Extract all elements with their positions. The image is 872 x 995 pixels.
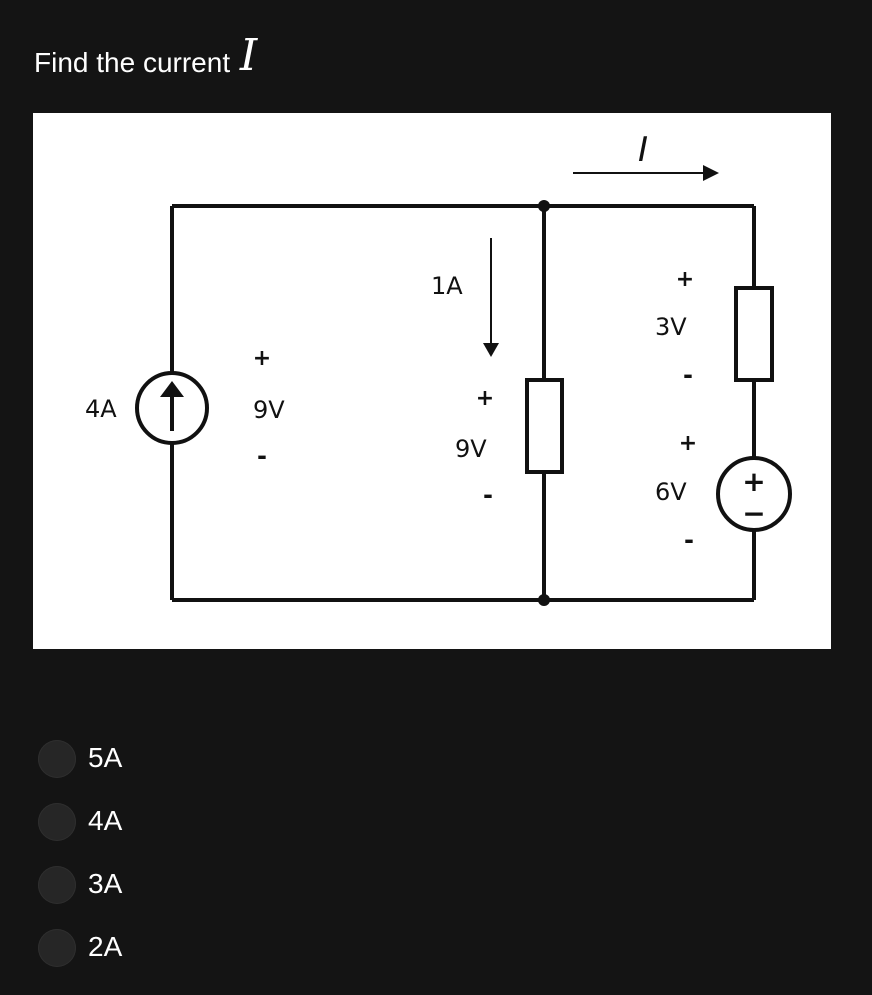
option-label: 4A	[88, 805, 123, 836]
middle-minus-sign: -	[483, 481, 493, 509]
junction-top	[538, 200, 550, 212]
option-5a[interactable]: 5A	[38, 738, 238, 780]
option-4a[interactable]: 4A	[38, 801, 238, 843]
middle-plus-sign: +	[476, 386, 494, 411]
voltage-source-plus: +	[742, 465, 765, 498]
circuit-svg: 4A + 9V - 1A + 9V - I + 3V - + 6V - +	[85, 130, 792, 606]
branch-current-label: 1A	[431, 272, 463, 300]
upper-right-voltage-label: 3V	[655, 313, 687, 341]
radio-button[interactable]	[38, 929, 76, 967]
radio-button[interactable]	[38, 740, 76, 778]
radio-button[interactable]	[38, 866, 76, 904]
junction-bottom	[538, 594, 550, 606]
middle-voltage-label: 9V	[455, 435, 487, 463]
option-label: 5A	[88, 742, 123, 773]
circuit-diagram: 4A + 9V - 1A + 9V - I + 3V - + 6V - +	[33, 113, 831, 649]
left-minus-sign: -	[257, 442, 267, 470]
upper-right-plus-sign: +	[676, 267, 694, 292]
question-variable: I	[239, 30, 258, 81]
left-voltage-label: 9V	[253, 396, 285, 424]
lower-right-voltage-label: 6V	[655, 478, 687, 506]
current-i-arrowhead	[703, 165, 719, 181]
current-source-label: 4A	[85, 395, 117, 423]
upper-right-resistor	[734, 286, 774, 382]
voltage-source-minus: −	[742, 497, 765, 530]
middle-resistor	[525, 378, 564, 474]
question-label: Find the current	[34, 47, 231, 78]
voltage-source	[716, 456, 792, 532]
current-source	[135, 371, 209, 445]
option-label: 2A	[88, 931, 123, 962]
question-text: Find the current I	[34, 28, 257, 91]
radio-button[interactable]	[38, 803, 76, 841]
current-i-label: I	[638, 130, 648, 170]
left-plus-sign: +	[253, 346, 271, 371]
option-3a[interactable]: 3A	[38, 864, 238, 906]
option-label: 3A	[88, 868, 123, 899]
lower-right-minus-sign: -	[684, 526, 694, 554]
lower-right-plus-sign: +	[679, 431, 697, 456]
branch-current-arrowhead	[483, 343, 499, 357]
upper-right-minus-sign: -	[683, 361, 693, 389]
option-2a[interactable]: 2A	[38, 927, 238, 969]
